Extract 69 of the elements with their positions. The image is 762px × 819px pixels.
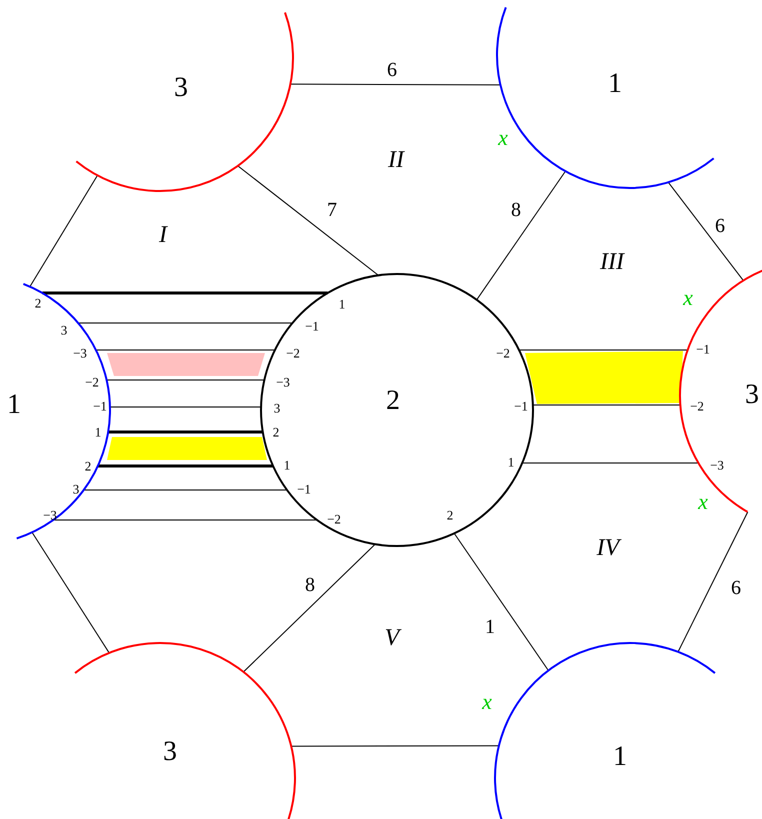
connector-line <box>678 512 748 652</box>
edge-label: 8 <box>511 200 521 220</box>
variable-label: x <box>498 127 508 149</box>
shaded-band <box>107 353 265 376</box>
end-number: −2 <box>85 376 99 388</box>
end-number: 2 <box>84 460 92 472</box>
edge-label: 7 <box>327 200 337 220</box>
connector-line <box>476 170 566 300</box>
end-number: −1 <box>514 400 528 412</box>
end-number: −1 <box>93 400 107 412</box>
end-number: 3 <box>274 402 280 414</box>
connector-line <box>454 532 549 671</box>
end-number: −3 <box>276 376 290 388</box>
region-label: II <box>388 148 404 172</box>
connector-line <box>29 174 98 288</box>
node-number: 2 <box>386 387 400 415</box>
edge-label: 8 <box>305 575 315 595</box>
end-number: −2 <box>496 346 510 360</box>
region-label: I <box>159 223 167 247</box>
node-number: 3 <box>163 738 177 766</box>
node-number: 1 <box>608 70 622 98</box>
end-number: 3 <box>60 324 68 336</box>
node-number: 3 <box>174 74 188 102</box>
variable-label: x <box>683 287 693 309</box>
edge-label: 1 <box>485 617 495 637</box>
end-number: 1 <box>508 456 514 468</box>
edge-label: 6 <box>387 60 397 80</box>
end-number: −2 <box>690 400 704 412</box>
connector-line <box>32 532 110 654</box>
connector-line <box>290 84 501 86</box>
shaded-band <box>525 351 683 404</box>
end-number: −1 <box>305 320 319 332</box>
end-number: −1 <box>297 482 311 496</box>
end-number: 2 <box>446 508 454 522</box>
end-number: −2 <box>286 346 300 360</box>
node-number: 3 <box>745 381 759 409</box>
connector-line <box>522 462 699 464</box>
end-number: −3 <box>710 458 724 472</box>
region-label: III <box>600 250 624 274</box>
variable-label: x <box>698 491 708 513</box>
connector-line <box>668 182 744 282</box>
region-label: V <box>384 626 400 650</box>
edge-label: 6 <box>731 578 741 598</box>
connector-line <box>237 165 379 276</box>
node-number: 1 <box>613 743 627 771</box>
connector-line <box>98 464 274 468</box>
end-number: −1 <box>696 342 710 356</box>
end-number: −3 <box>43 508 57 522</box>
connector-line <box>532 404 681 406</box>
connector-line <box>243 544 376 672</box>
end-number: 3 <box>72 482 80 496</box>
connector-line <box>78 322 293 324</box>
connector-line <box>42 292 328 294</box>
shaded-band <box>107 437 267 460</box>
connector-line <box>108 430 263 434</box>
boundary-arc <box>261 274 533 546</box>
end-number: 2 <box>272 426 280 438</box>
connector-line <box>109 406 262 408</box>
region-label: IV <box>596 536 620 560</box>
end-number: 1 <box>338 298 346 310</box>
end-number: 2 <box>34 296 42 310</box>
variable-label: x <box>482 691 492 713</box>
connector-line <box>290 745 500 747</box>
end-number: 1 <box>284 458 290 472</box>
edge-label: 6 <box>715 216 725 236</box>
node-number: 1 <box>7 391 21 419</box>
end-number: 1 <box>94 426 102 438</box>
end-number: −3 <box>73 346 87 360</box>
end-number: −2 <box>327 512 341 526</box>
